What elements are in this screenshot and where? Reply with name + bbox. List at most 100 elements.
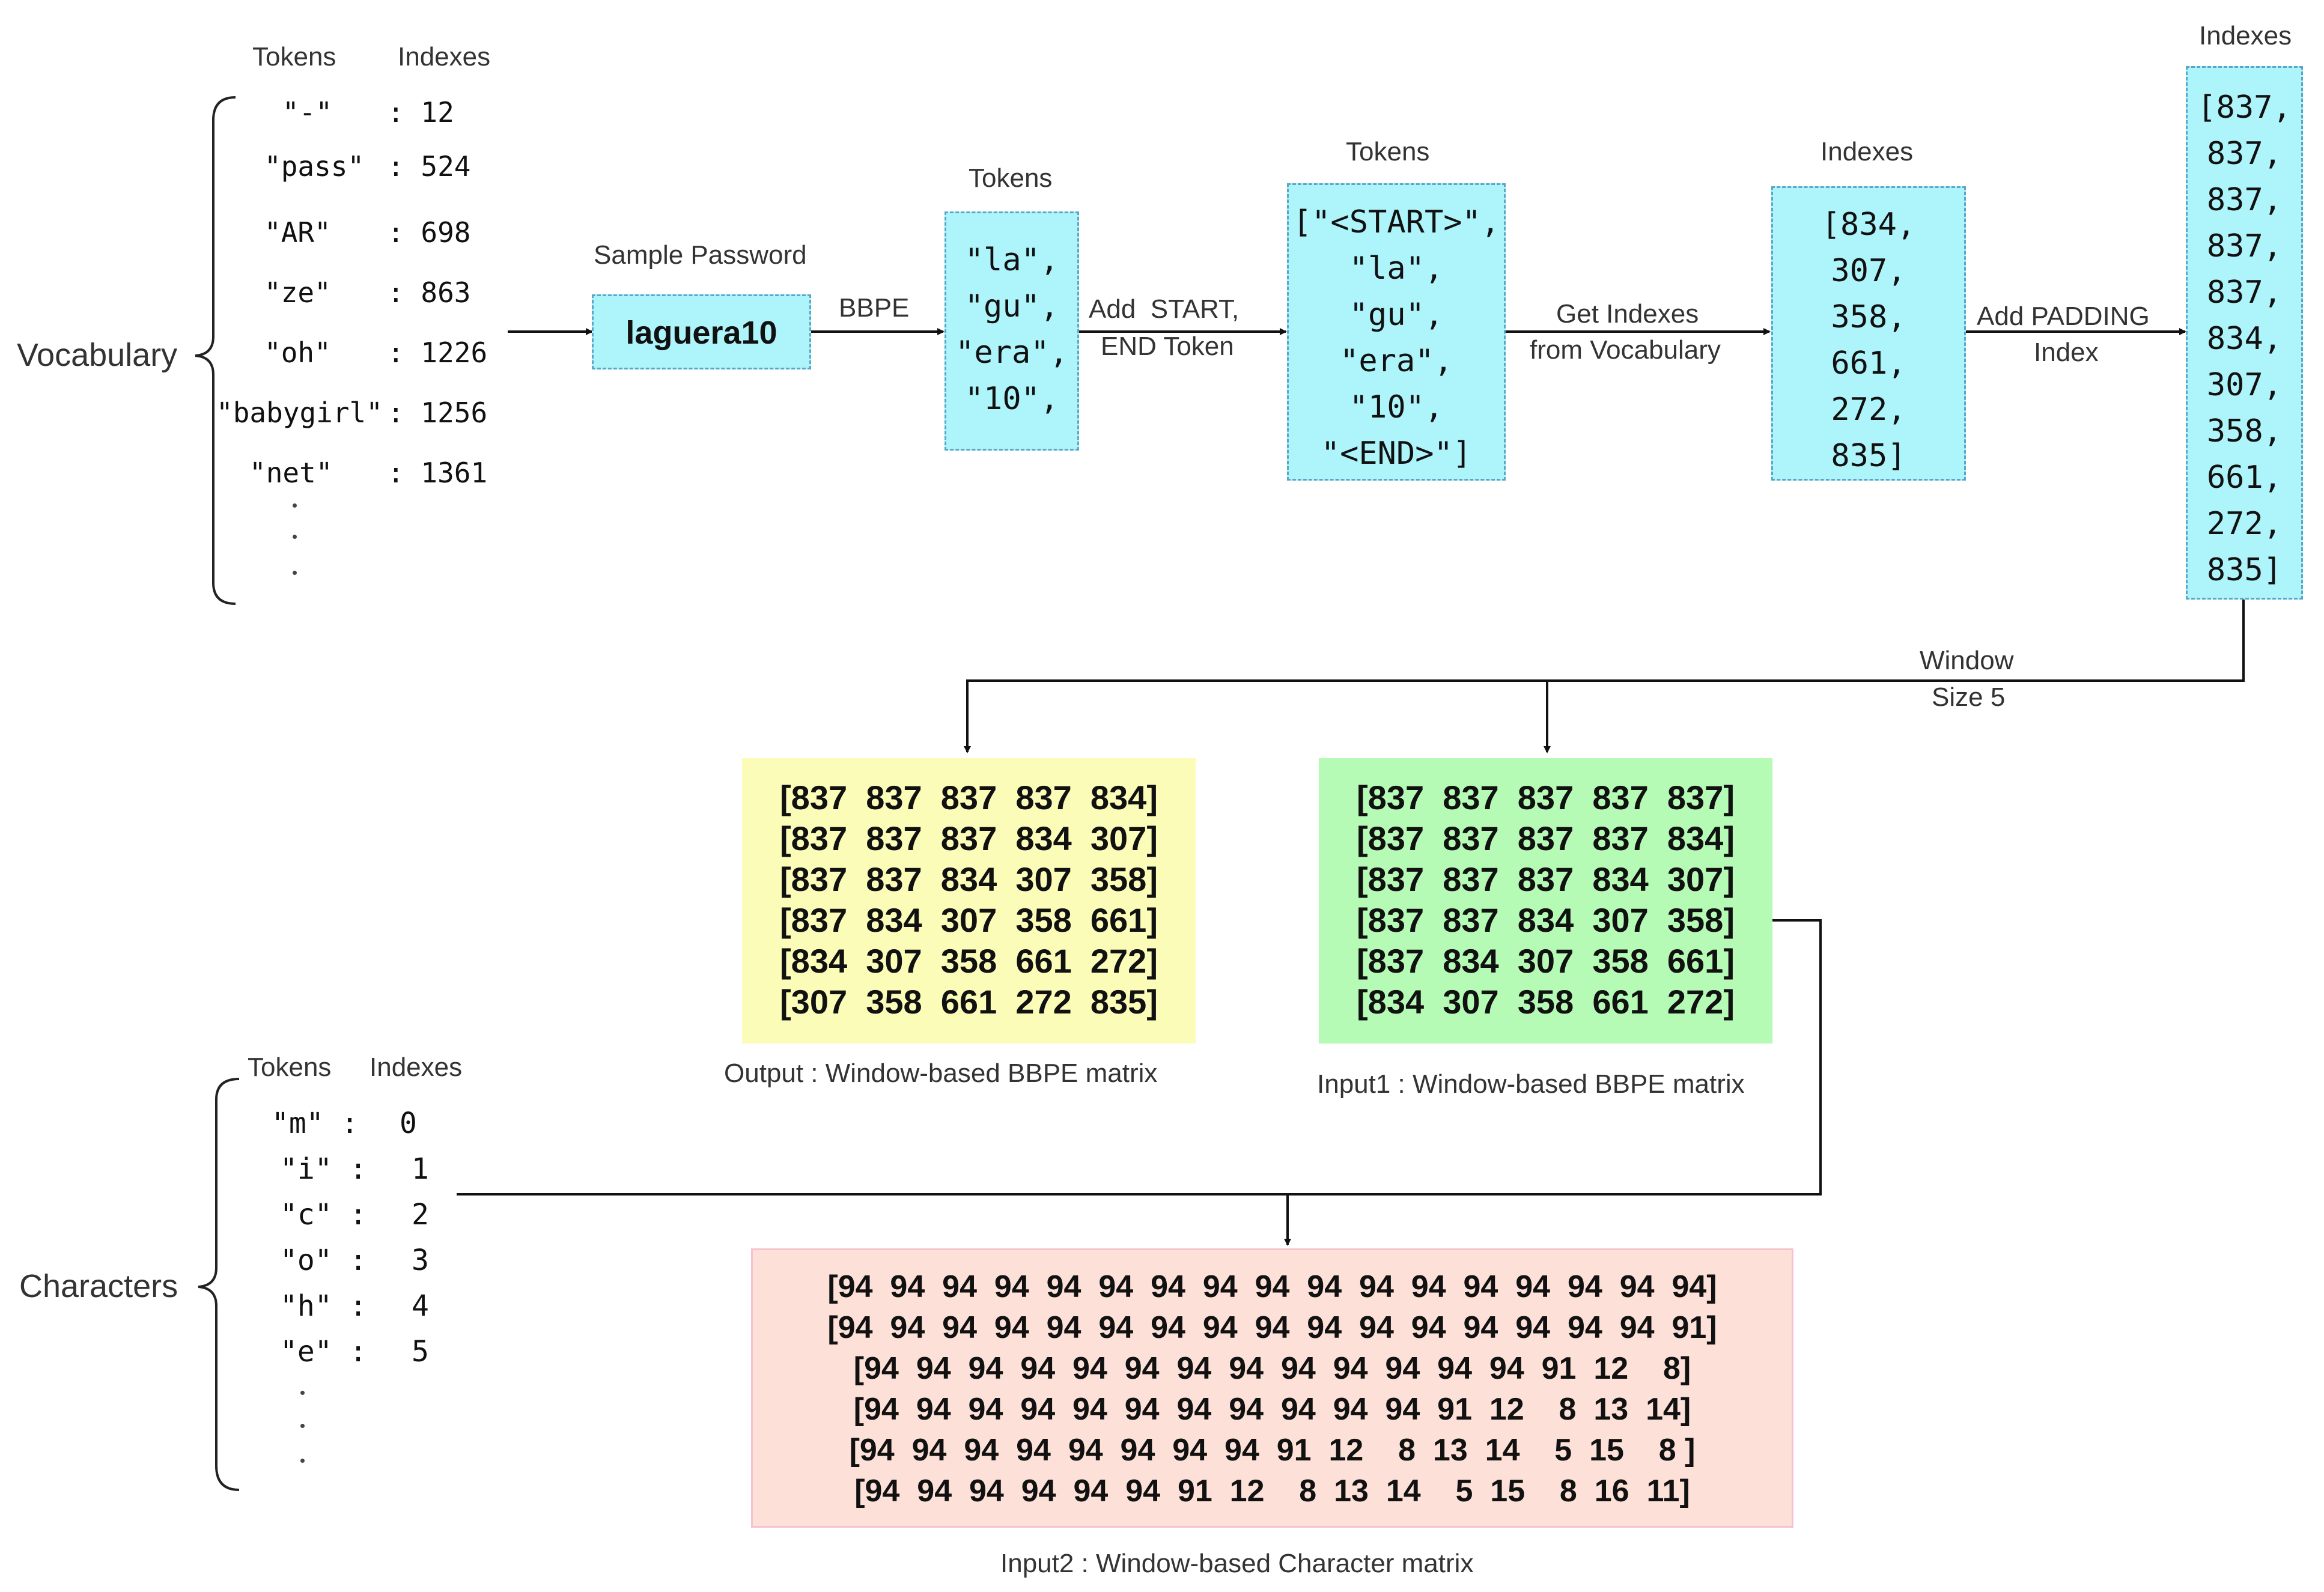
- input2-matrix-caption: Input2 : Window-based Character matrix: [1000, 1549, 1474, 1578]
- char-index: 3: [412, 1244, 429, 1277]
- input2-matrix-row: [94 94 94 94 94 94 94 94 94 94 94 94 94 …: [827, 1310, 1717, 1345]
- vocab-index: : 698: [388, 216, 471, 249]
- vocabulary-label: Vocabulary: [17, 337, 178, 373]
- ellipsis-dot: [293, 503, 297, 508]
- vocab-index: : 1256: [388, 396, 488, 429]
- indexes-label: Indexes: [1821, 137, 1914, 166]
- output-matrix-row: [837 837 837 837 834]: [780, 779, 1158, 816]
- padded-index-item: 837,: [2206, 228, 2283, 264]
- ellipsis-dot: [293, 571, 297, 575]
- output-matrix-box: [837 837 837 837 834] [837 837 837 834 3…: [742, 758, 1196, 1044]
- padded-index-item: 837,: [2206, 182, 2283, 218]
- bbpe-token: "gu",: [964, 288, 1059, 324]
- output-matrix-row: [837 837 834 307 358]: [780, 860, 1158, 898]
- input2-matrix-box: [94 94 94 94 94 94 94 94 94 94 94 94 94 …: [751, 1248, 1793, 1528]
- input2-matrix-row: [94 94 94 94 94 94 94 94 91 12 8 13 14 5…: [849, 1433, 1696, 1468]
- ellipsis-dot: [300, 1424, 305, 1428]
- characters-indexes-header: Indexes: [370, 1053, 463, 1082]
- index-item: 661,: [1831, 345, 1906, 381]
- input1-matrix-row: [837 837 834 307 358]: [1357, 901, 1735, 939]
- characters-tokens-header: Tokens: [248, 1053, 332, 1082]
- input1-matrix-box: [837 837 837 837 837] [837 837 837 837 8…: [1319, 758, 1772, 1044]
- output-matrix-row: [834 307 358 661 272]: [780, 942, 1158, 980]
- input1-matrix-row: [837 834 307 358 661]: [1357, 942, 1735, 980]
- padded-index-item: 272,: [2206, 506, 2283, 542]
- bbpe-token: "la",: [964, 242, 1059, 278]
- start-tokens-label: Tokens: [1346, 137, 1430, 166]
- char-index: 5: [412, 1335, 429, 1369]
- vocab-token: "-": [282, 96, 333, 129]
- indexes-box: [834, 307, 358, 661, 272, 835]: [1771, 186, 1966, 481]
- vocab-index: : 863: [388, 276, 471, 309]
- characters-brace: [198, 1078, 240, 1491]
- input1-matrix-caption: Input1 : Window-based BBPE matrix: [1317, 1069, 1745, 1099]
- vocab-index: : 12: [388, 96, 454, 129]
- padded-indexes-box: [837, 837, 837, 837, 837, 834, 307, 358,…: [2186, 66, 2303, 600]
- get-indexes-edge-line1: Get Indexes: [1556, 299, 1699, 329]
- input2-matrix-row: [94 94 94 94 94 94 91 12 8 13 14 5 15 8 …: [854, 1474, 1690, 1508]
- padded-index-item: 358,: [2206, 413, 2283, 449]
- padded-index-item: 834,: [2206, 321, 2283, 357]
- start-token: ["<START>",: [1292, 204, 1500, 240]
- input1-to-input2: [1288, 919, 1822, 1196]
- output-matrix-row: [837 834 307 358 661]: [780, 901, 1158, 939]
- padding-edge-line2: Index: [2034, 338, 2099, 367]
- start-token: "10",: [1349, 389, 1444, 425]
- start-token: "era",: [1340, 343, 1453, 379]
- input1-matrix-row: [837 837 837 837 834]: [1357, 819, 1735, 857]
- char-token: "m" :: [272, 1107, 359, 1140]
- padded-index-item: 837,: [2206, 136, 2283, 172]
- padded-index-item: [837,: [2197, 90, 2292, 126]
- char-token: "h" :: [280, 1289, 367, 1323]
- output-matrix-row: [837 837 837 834 307]: [780, 819, 1158, 857]
- bbpe-token: "10",: [964, 381, 1059, 417]
- vocabulary-indexes-header: Indexes: [398, 42, 491, 71]
- char-token: "o" :: [280, 1244, 367, 1277]
- window-line: [964, 600, 2245, 753]
- bbpe-edge-label: BBPE: [839, 293, 910, 323]
- sample-password-value: laguera10: [625, 315, 777, 351]
- vocabulary-tokens-header: Tokens: [252, 42, 336, 71]
- vocab-token: "AR": [264, 216, 331, 249]
- vocab-index: : 1361: [388, 457, 488, 489]
- input2-matrix-row: [94 94 94 94 94 94 94 94 94 94 94 94 94 …: [827, 1269, 1717, 1304]
- bbpe-token: "era",: [955, 335, 1068, 371]
- characters-label: Characters: [19, 1268, 178, 1304]
- char-token: "c" :: [280, 1198, 367, 1232]
- bbpe-tokens-box: "la", "gu", "era", "10",: [945, 211, 1079, 451]
- vocabulary-brace: [195, 96, 236, 605]
- add-start-edge-line1: Add START,: [1089, 294, 1240, 324]
- vocab-index: : 524: [388, 150, 471, 183]
- padded-index-item: 661,: [2206, 460, 2283, 496]
- start-token: "la",: [1349, 251, 1444, 287]
- start-tokens-box: ["<START>", "la", "gu", "era", "10", "<E…: [1287, 183, 1506, 481]
- char-index: 1: [412, 1152, 429, 1186]
- input1-matrix-row: [837 837 837 834 307]: [1357, 860, 1735, 898]
- input1-matrix-row: [834 307 358 661 272]: [1357, 983, 1735, 1021]
- output-matrix-caption: Output : Window-based BBPE matrix: [724, 1059, 1158, 1088]
- add-start-edge-line2: END Token: [1101, 332, 1234, 361]
- get-indexes-edge-line2: from Vocabulary: [1530, 335, 1721, 365]
- vocab-token: "net": [249, 457, 333, 489]
- vocab-token: "babygirl": [216, 396, 383, 429]
- ellipsis-dot: [300, 1391, 305, 1395]
- padded-index-item: 307,: [2206, 367, 2283, 403]
- input2-matrix-row: [94 94 94 94 94 94 94 94 94 94 94 91 12 …: [853, 1392, 1691, 1427]
- index-item: 358,: [1831, 299, 1906, 335]
- char-index: 0: [400, 1107, 417, 1140]
- index-item: [834,: [1821, 207, 1916, 243]
- start-token: "<END>"]: [1321, 436, 1472, 472]
- char-token: "e" :: [280, 1335, 367, 1369]
- ellipsis-dot: [300, 1459, 305, 1463]
- output-matrix-row: [307 358 661 272 835]: [780, 983, 1158, 1021]
- padded-indexes-label: Indexes: [2199, 21, 2292, 50]
- vocab-token: "pass": [264, 150, 365, 183]
- padded-index-item: 837,: [2206, 275, 2283, 311]
- index-item: 307,: [1831, 253, 1906, 289]
- index-item: 835]: [1831, 438, 1906, 474]
- char-index: 4: [412, 1289, 429, 1323]
- start-token: "gu",: [1349, 297, 1444, 333]
- sample-password-box: laguera10: [592, 294, 811, 369]
